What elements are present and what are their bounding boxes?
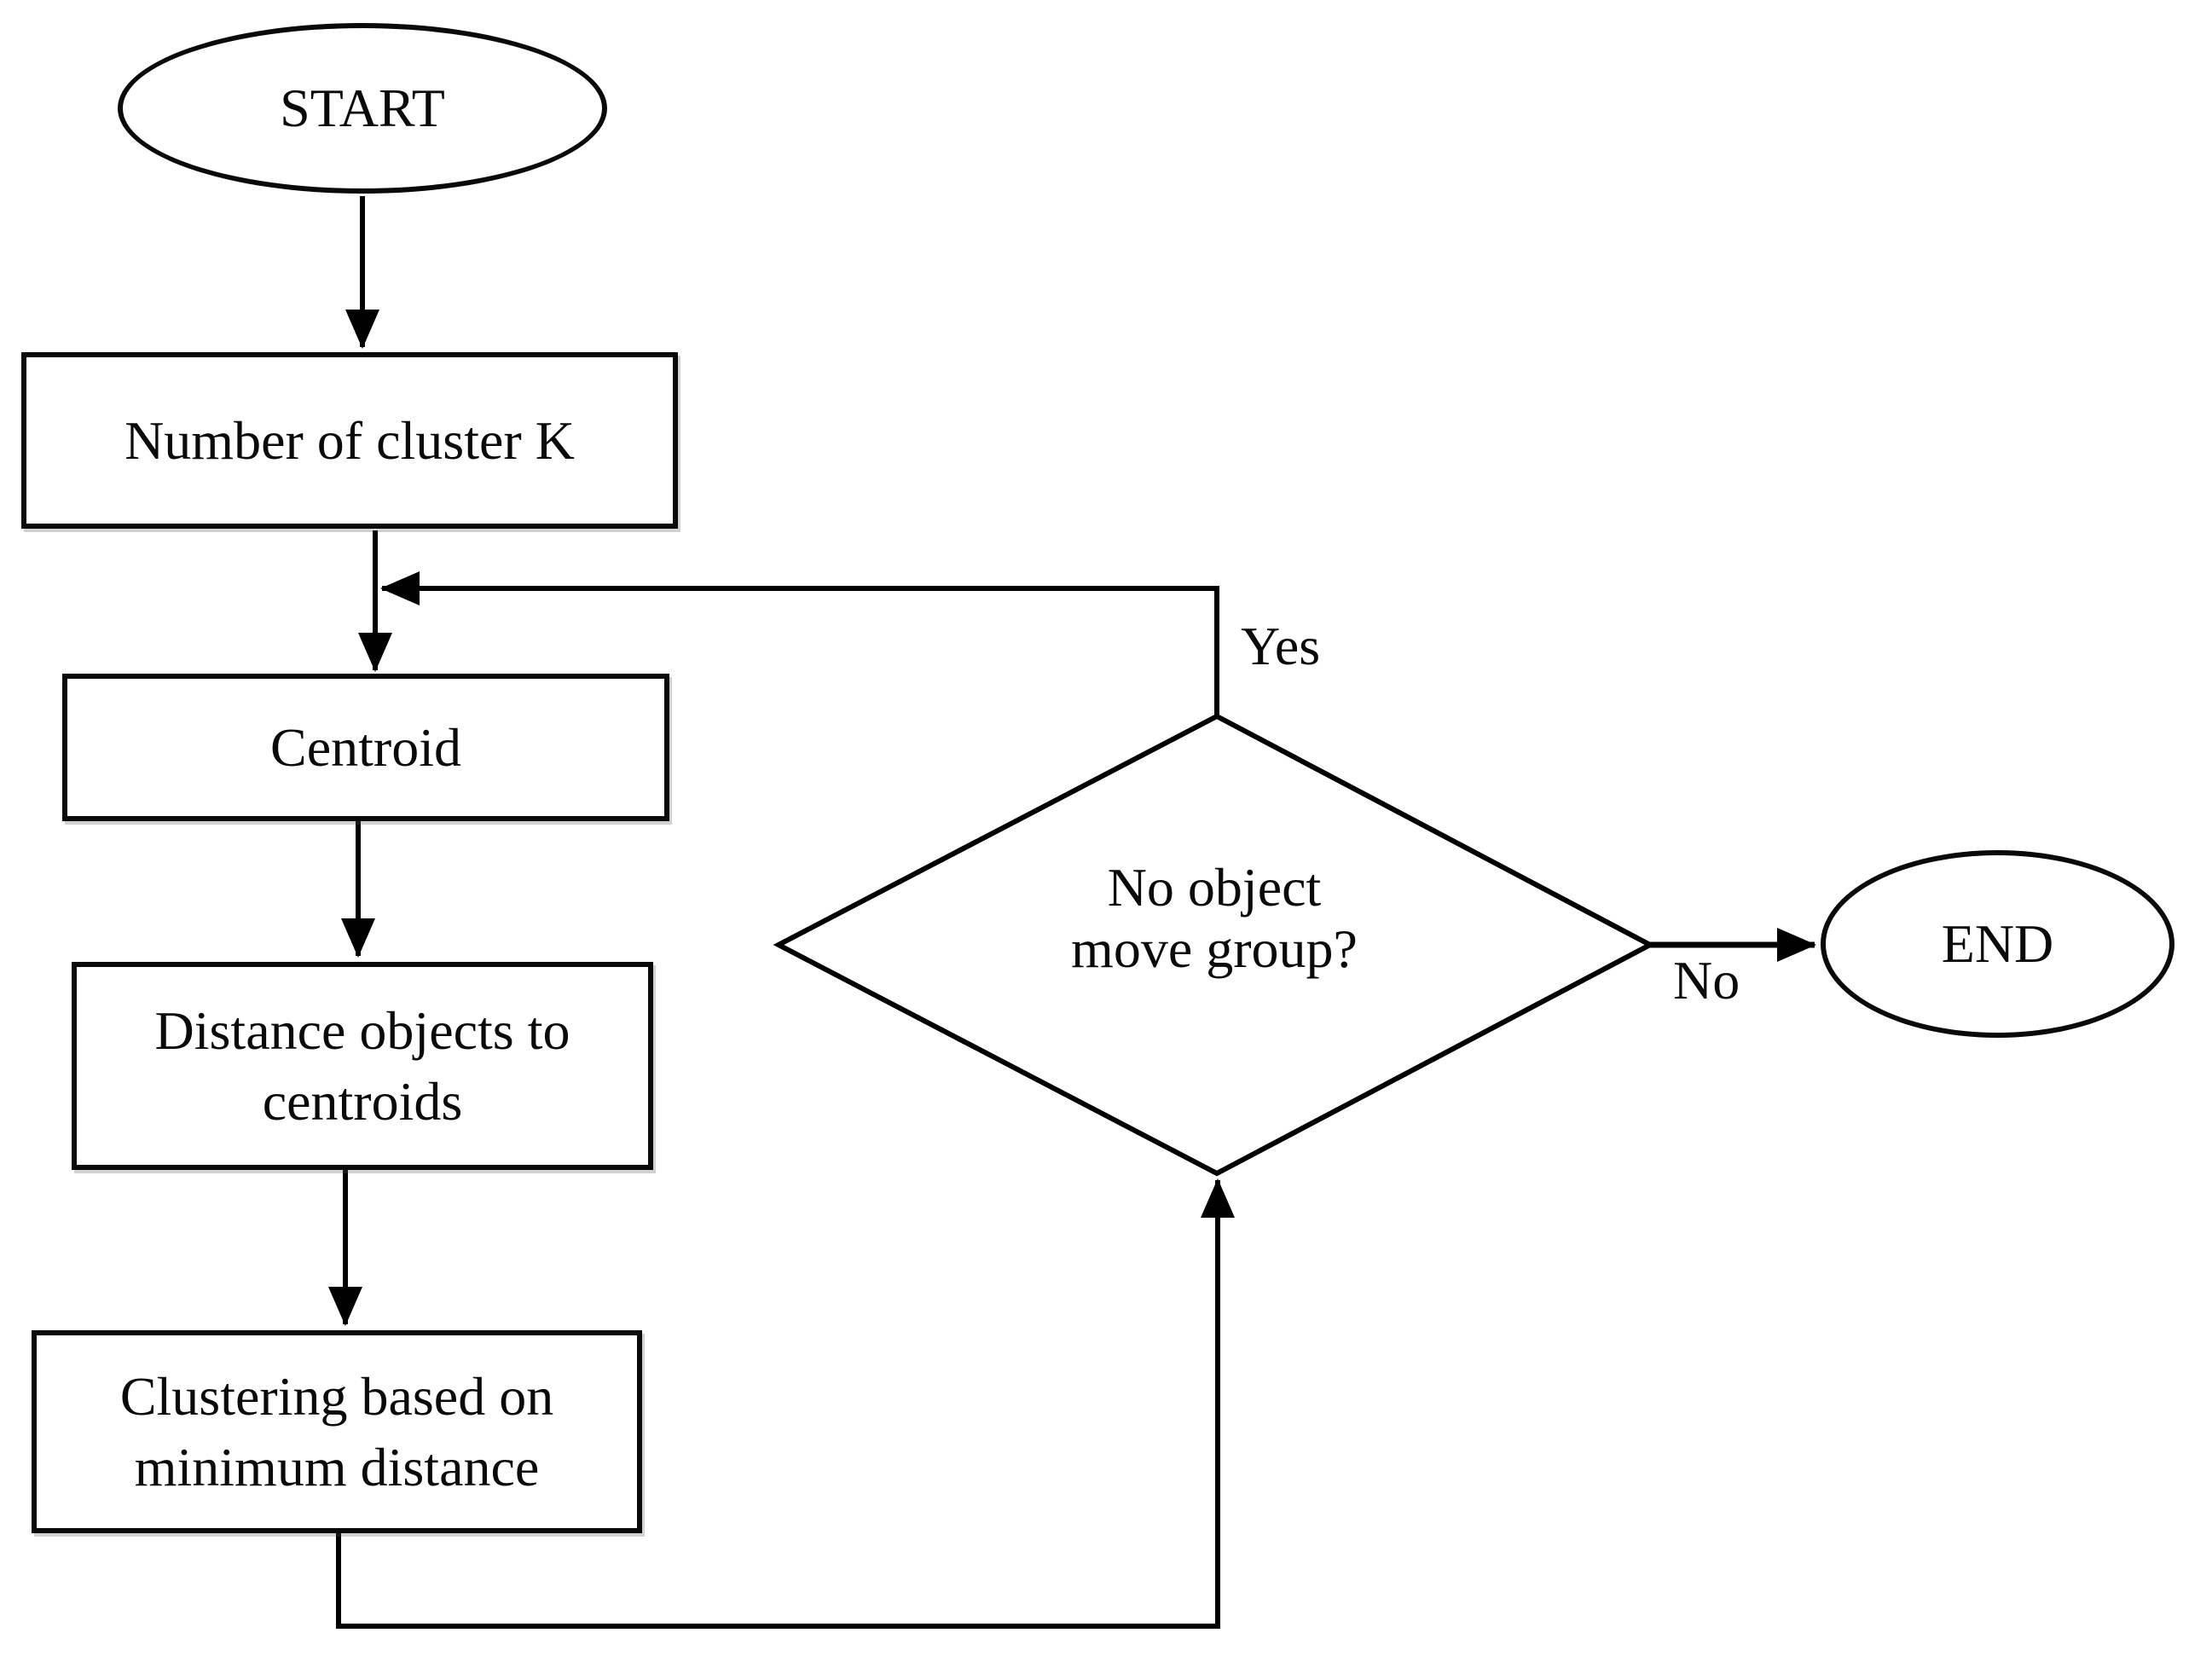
node-number-of-cluster-k: Number of cluster K xyxy=(21,352,678,529)
node-number-of-cluster-k-label: Number of cluster K xyxy=(124,409,575,471)
node-centroid: Centroid xyxy=(62,674,669,821)
edge-label-no: No xyxy=(1673,950,1740,1010)
edge-label-yes: Yes xyxy=(1241,616,1321,676)
node-centroid-label: Centroid xyxy=(270,716,461,778)
node-clustering: Clustering based on minimum distance xyxy=(32,1330,642,1533)
decision-diamond-shape xyxy=(773,713,1656,1177)
edge-clustering-to-decision xyxy=(336,1178,1235,1629)
node-distance-objects-label: Distance objects to centroids xyxy=(154,999,570,1132)
node-distance-objects: Distance objects to centroids xyxy=(72,962,653,1170)
node-decision-label: No object move group? xyxy=(1071,857,1358,979)
node-end: END xyxy=(1821,850,2174,1038)
node-start: START xyxy=(118,23,607,194)
node-end-label: END xyxy=(1941,913,2054,975)
edge-decision-yes-feedback xyxy=(380,571,1219,718)
node-start-label: START xyxy=(280,78,445,139)
node-clustering-label: Clustering based on minimum distance xyxy=(119,1365,554,1497)
